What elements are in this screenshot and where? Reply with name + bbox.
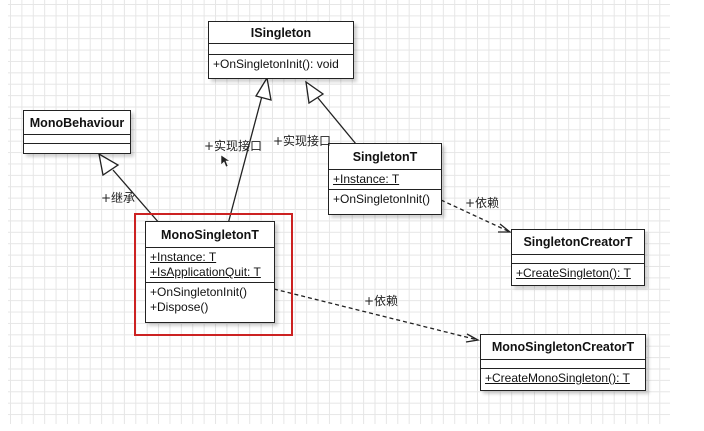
method: +OnSingletonInit() [150, 285, 248, 299]
methods-section: +OnSingletonInit() [329, 190, 441, 209]
realization-line-monosingleton [227, 95, 263, 225]
attributes-section [209, 44, 353, 55]
class-singletont[interactable]: SingletonT +Instance: T +OnSingletonInit… [328, 143, 442, 215]
attributes-section: +Instance: T [329, 170, 441, 190]
method: +CreateMonoSingleton(): T [485, 371, 630, 385]
class-monosingletont[interactable]: MonoSingletonT +Instance: T +IsApplicati… [145, 221, 275, 323]
class-name: MonoBehaviour [24, 111, 130, 135]
attributes-section [481, 360, 645, 369]
class-name: SingletonCreatorT [512, 230, 644, 255]
methods-section: +OnSingletonInit(): void [209, 55, 353, 74]
relation-label-dependency: +依赖 [465, 196, 500, 210]
methods-section: +OnSingletonInit() +Dispose() [146, 283, 274, 317]
methods-section [24, 144, 130, 153]
relation-label-dependency: +依赖 [364, 294, 399, 308]
method: +CreateSingleton(): T [516, 266, 631, 280]
relation-label-realization: +实现接口 [273, 134, 332, 148]
method: +OnSingletonInit() [333, 192, 431, 206]
class-name: ISingleton [209, 22, 353, 44]
dependency-arrowhead [498, 223, 512, 233]
class-monobehaviour[interactable]: MonoBehaviour [23, 110, 131, 154]
dependency-line-singleton [440, 199, 511, 233]
attributes-section: +Instance: T +IsApplicationQuit: T [146, 248, 274, 283]
highlight-box [134, 213, 293, 336]
inheritance-line [112, 169, 161, 225]
inheritance-arrowhead [98, 152, 120, 177]
attribute: +Instance: T [150, 250, 217, 264]
mouse-cursor-icon [220, 154, 230, 168]
relation-label-inheritance: +继承 [101, 191, 136, 205]
class-monosingletoncreatort[interactable]: MonoSingletonCreatorT +CreateMonoSinglet… [480, 334, 646, 391]
method: +OnSingletonInit(): void [213, 57, 339, 71]
realization-arrowhead [254, 76, 272, 101]
attribute: +Instance: T [333, 172, 400, 186]
methods-section: +CreateSingleton(): T [512, 264, 644, 283]
dependency-line-monosingleton [273, 288, 479, 341]
class-singletoncreatort[interactable]: SingletonCreatorT +CreateSingleton(): T [511, 229, 645, 286]
attribute: +IsApplicationQuit: T [150, 265, 261, 279]
realization-arrowhead [305, 80, 325, 105]
class-isingleton[interactable]: ISingleton +OnSingletonInit(): void [208, 21, 354, 79]
methods-section: +CreateMonoSingleton(): T [481, 369, 645, 388]
realization-line-singleton [317, 97, 357, 145]
attributes-section [512, 255, 644, 264]
method: +Dispose() [150, 300, 209, 314]
dependency-arrowhead [465, 333, 480, 343]
class-name: MonoSingletonT [146, 222, 274, 248]
relation-label-realization: +实现接口 [204, 139, 263, 153]
class-name: SingletonT [329, 144, 441, 170]
class-name: MonoSingletonCreatorT [481, 335, 645, 360]
attributes-section [24, 135, 130, 144]
